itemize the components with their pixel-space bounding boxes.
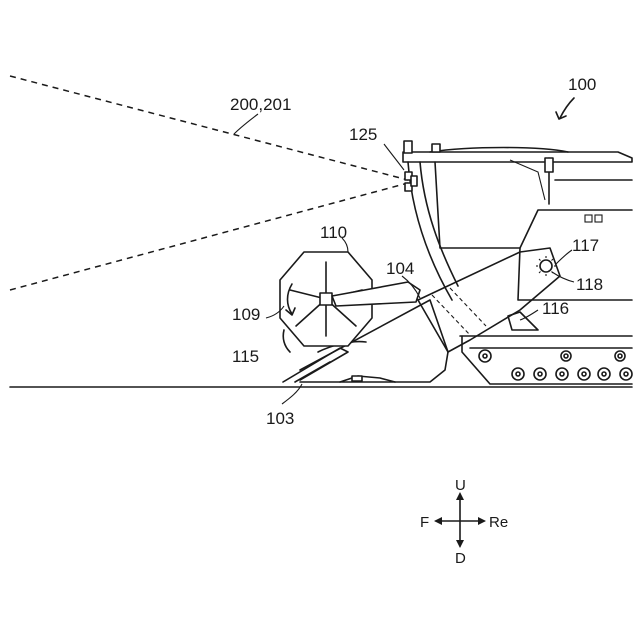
left-arrow-icon (434, 517, 442, 525)
label-field-of-view: 200,201 (230, 95, 291, 114)
label-cutter: 103 (266, 409, 294, 428)
direction-down: D (455, 550, 466, 567)
label-sensor: 125 (349, 125, 377, 144)
label-reel-rotation: 109 (232, 305, 260, 324)
crawler-track (460, 336, 632, 384)
label-reel: 110 (320, 223, 347, 242)
label-machine: 100 (568, 75, 596, 94)
direction-rear: Re (489, 514, 508, 531)
label-reel-arrow: 115 (232, 347, 259, 366)
support-arm (508, 312, 538, 330)
label-lamp: 118 (576, 275, 603, 294)
direction-front: F (420, 514, 429, 531)
label-indicator: 117 (572, 236, 599, 255)
label-arm: 116 (542, 299, 569, 318)
direction-up: U (455, 477, 466, 494)
reel-arrow (283, 330, 290, 352)
down-arrow-icon (456, 540, 464, 548)
sensor-unit (405, 172, 417, 191)
direction-compass: U D F Re (420, 477, 508, 567)
label-feeder: 104 (386, 259, 414, 278)
right-arrow-icon (478, 517, 486, 525)
